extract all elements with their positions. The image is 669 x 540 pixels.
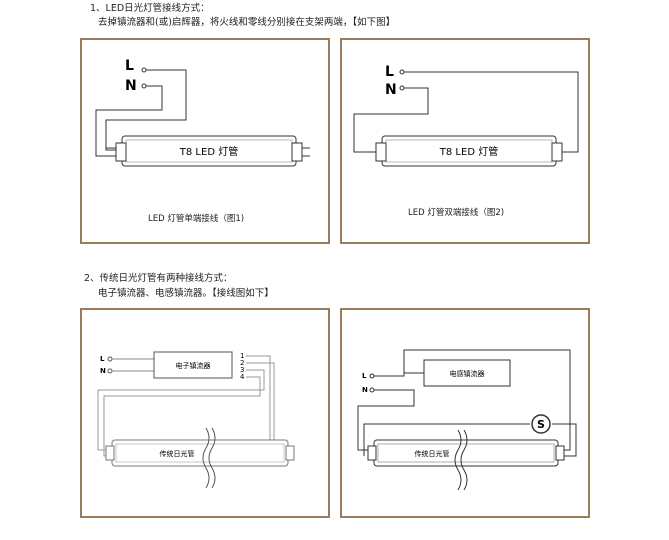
diagram4-break-line: [454, 429, 462, 491]
diagram2-cap-left: [375, 142, 387, 162]
diagram3-l-terminal: [107, 356, 113, 362]
diagram3-l-label: L: [100, 355, 105, 363]
diagram4-l-label: L: [362, 372, 367, 380]
diagram1-n-terminal: [141, 83, 147, 89]
diagram2-wire-l: [404, 71, 579, 153]
diagram3-break-line: [202, 427, 210, 489]
diagram1-n-label: N: [125, 78, 137, 94]
diagram4-tube-label: 传统日光管: [415, 449, 450, 458]
diagram3-terminal-2: 2: [240, 359, 244, 367]
diagram3-wiring: L N 电子镇流器 1 2 3 4 传统日光管: [97, 351, 295, 489]
diagram1-wire-n: [95, 85, 163, 157]
diagram3-wire-3: [97, 369, 265, 451]
diagram3-panel: L N 电子镇流器 1 2 3 4 传统日光管: [80, 308, 330, 518]
diagram3-terminal-4: 4: [240, 373, 245, 381]
section2-title: 2、传统日光灯管有两种接线方式：: [84, 273, 233, 284]
diagram1-panel: L N T8 LED 灯管 LED 灯管单端接线（图1): [80, 38, 330, 244]
diagram2-n-label: N: [385, 82, 397, 98]
section2-subtitle: 电子镇流器、电感镇流器。【接线图如下】: [98, 288, 274, 299]
diagram4-wire-starter-left: [363, 423, 530, 456]
diagram4-wiring: L N 电感镇流器 S 传统日光管: [357, 349, 577, 491]
diagram3-terminal-3: 3: [240, 366, 244, 374]
diagram2-n-terminal: [399, 85, 405, 91]
diagram1-l-terminal: [141, 67, 147, 73]
diagram1-cap-left: [115, 142, 127, 162]
diagram2-wiring: L N T8 LED 灯管: [353, 64, 579, 167]
diagram4-starter-label: S: [537, 418, 545, 431]
diagram4-ballast-label: 电感镇流器: [450, 369, 485, 378]
diagram4-wire-n: [357, 389, 415, 451]
diagram2-cap-right: [551, 142, 563, 162]
diagram2-wire-n: [353, 87, 429, 153]
diagram1-l-label: L: [125, 58, 134, 74]
diagram3-n-terminal: [107, 368, 113, 374]
diagram4-wire-l: [374, 349, 571, 451]
diagram4-ballast: [423, 359, 511, 387]
diagram1-tube-label: T8 LED 灯管: [179, 145, 238, 158]
section1-title: 1、LED日光灯管接线方式：: [90, 3, 210, 14]
diagram3-ballast-label: 电子镇流器: [176, 361, 211, 370]
diagram4-starter: [531, 414, 551, 434]
section1-subtitle: 去掉镇流器和(或)启辉器，将火线和零线分别接在支架两端，【如下图】: [98, 17, 396, 28]
diagram3-terminal-1: 1: [240, 352, 244, 360]
diagram4-panel: L N 电感镇流器 S 传统日光管: [340, 308, 590, 518]
diagram1-wiring: L N T8 LED 灯管: [95, 58, 310, 167]
diagram2-l-label: L: [385, 64, 394, 80]
diagram1-cap-right: [291, 142, 303, 162]
diagram3-cap-left: [105, 445, 115, 461]
diagram2-panel: L N T8 LED 灯管 LED 灯管双端接线（图2): [340, 38, 590, 244]
diagram2-l-terminal: [399, 69, 405, 75]
diagram1-caption: LED 灯管单端接线（图1): [148, 214, 245, 224]
diagram4-wire-starter-right: [552, 423, 577, 457]
diagram4-n-terminal: [369, 387, 375, 393]
diagram4-n-label: N: [362, 386, 368, 394]
diagram2-caption: LED 灯管双端接线（图2): [408, 208, 505, 218]
diagram2-tube-label: T8 LED 灯管: [439, 145, 498, 158]
diagram3-n-label: N: [100, 367, 106, 375]
diagram3-wire-4: [103, 376, 261, 457]
diagram3-cap-right: [285, 445, 295, 461]
diagram4-cap-left: [367, 445, 377, 461]
diagram1-wire-l: [105, 69, 187, 151]
diagram4-l-terminal: [369, 373, 375, 379]
diagram4-cap-right: [555, 445, 565, 461]
diagram3-ballast: [153, 351, 233, 379]
diagram3-tube-label: 传统日光管: [160, 449, 195, 458]
